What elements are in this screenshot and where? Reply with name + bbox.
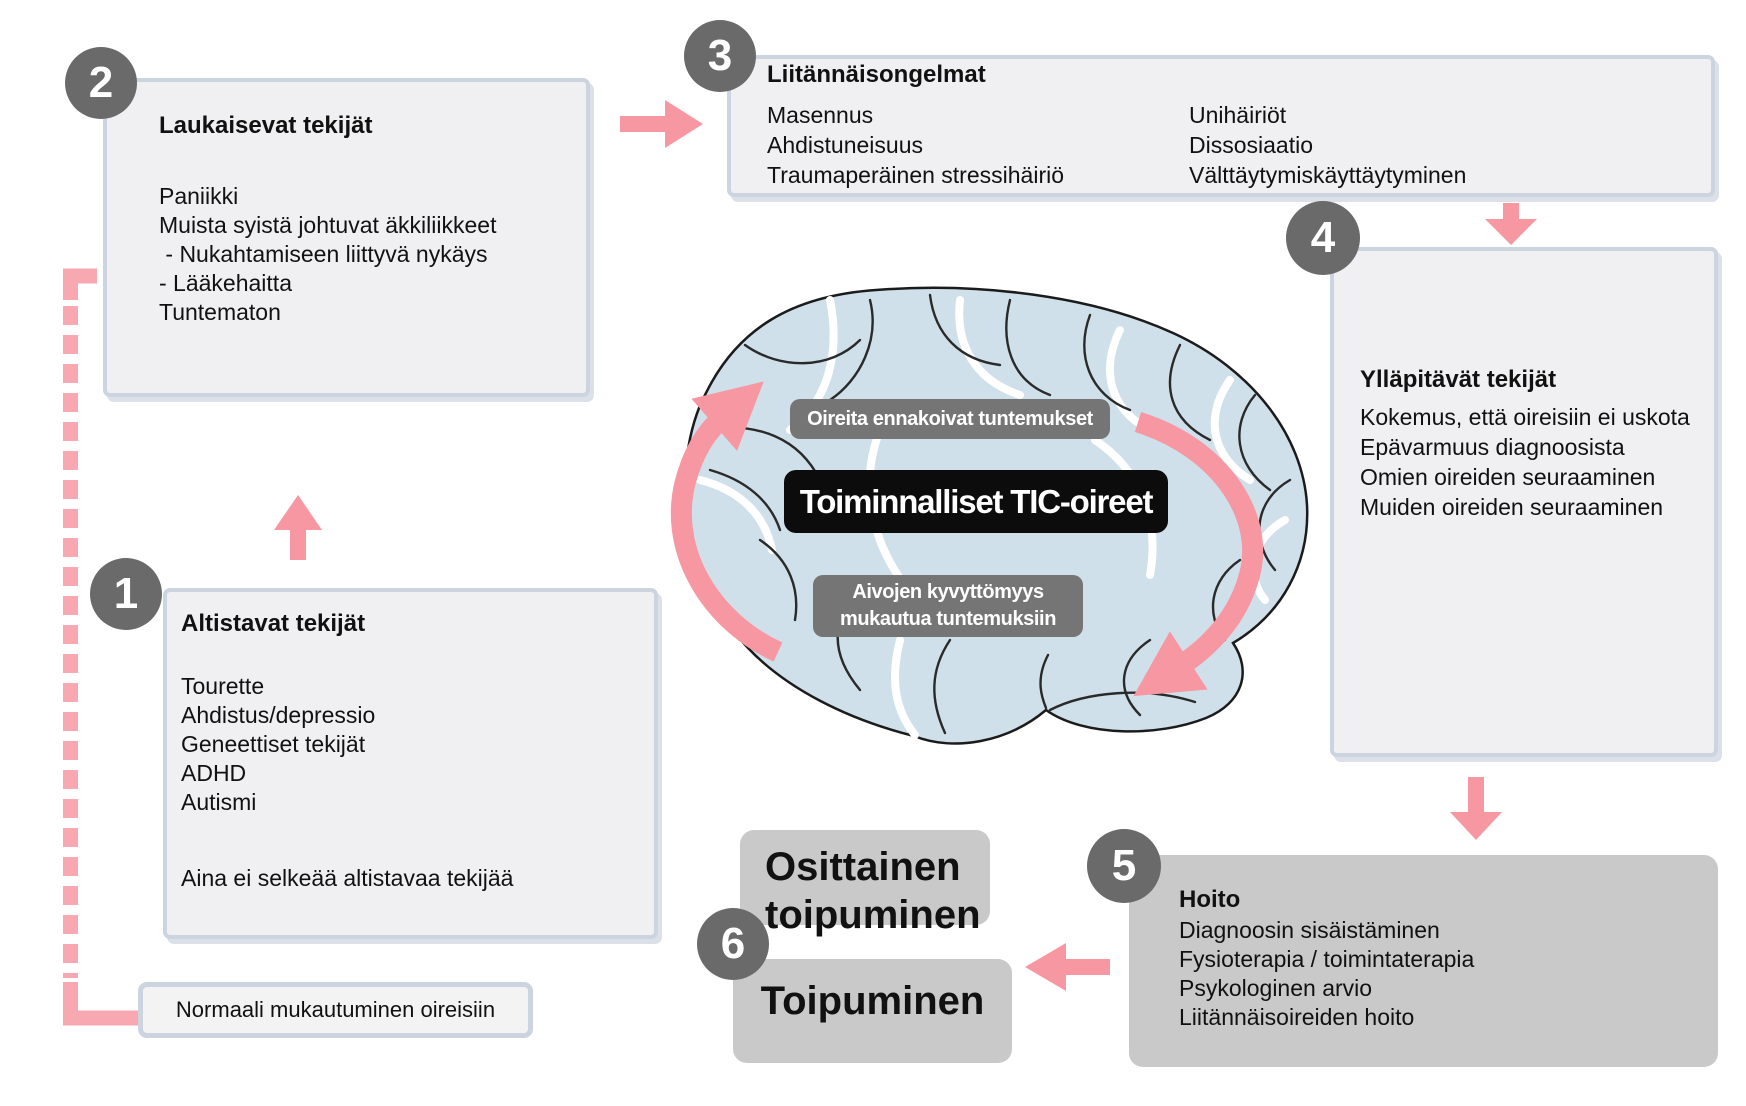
list-item: Osittainen xyxy=(765,845,961,889)
list-item: toipuminen xyxy=(765,893,981,937)
box-title: Altistavat tekijät xyxy=(181,610,366,637)
step-circle-3: 3 xyxy=(684,20,756,92)
list-item: Unihäiriöt xyxy=(1189,102,1287,128)
arrow-right-2-to-3 xyxy=(620,100,703,148)
step-circle-1: 1 xyxy=(90,558,162,630)
box-maintaining-factors: Ylläpitävät tekijät Kokemus, että oireis… xyxy=(1330,247,1718,757)
list-item: Epävarmuus diagnoosista xyxy=(1360,434,1625,460)
list-item: Paniikki xyxy=(159,183,239,209)
arrow-down-4-to-5 xyxy=(1450,777,1502,840)
box-title: Liitännäisongelmat xyxy=(767,61,986,88)
step-circle-6: 6 xyxy=(697,908,769,980)
label-brain-inability-to-adapt: Aivojen kyvyttömyys mukautua tuntemuksiin xyxy=(813,575,1083,637)
flow-arrows xyxy=(274,100,1537,991)
box-label: Toipuminen xyxy=(760,979,985,1023)
arrow-left-5-to-6 xyxy=(1025,943,1110,991)
list-item: Kokemus, että oireisiin ei uskota xyxy=(1360,404,1690,430)
step-circle-2: 2 xyxy=(65,47,137,119)
list-item: Psykologinen arvio xyxy=(1179,975,1373,1001)
list-item: mukautua tuntemuksiin xyxy=(839,608,1057,630)
list-item: Muista syistä johtuvat äkkiliikkeet xyxy=(159,212,497,238)
cycle-arrow-left xyxy=(670,381,783,662)
list-item: Välttäytymiskäyttäytyminen xyxy=(1189,162,1467,188)
list-item: Autismi xyxy=(181,789,257,815)
cycle-arrow-right xyxy=(1133,411,1263,697)
box-note: Aina ei selkeää altistavaa tekijää xyxy=(181,865,514,891)
list-item: ADHD xyxy=(181,760,247,786)
label-premonitory-sensations: Oireita ennakoivat tuntemukset xyxy=(790,399,1110,439)
step-circle-5: 5 xyxy=(1087,829,1161,903)
list-item: Omien oireiden seuraaminen xyxy=(1360,464,1656,490)
list-item: - Lääkehaitta xyxy=(159,270,292,296)
list-item: Traumaperäinen stressihäiriö xyxy=(767,162,1065,188)
list-item: Aivojen kyvyttömyys xyxy=(852,581,1044,603)
list-item: Diagnoosin sisäistäminen xyxy=(1179,917,1440,943)
list-item: Fysioterapia / toimintaterapia xyxy=(1179,946,1475,972)
list-item: Liitännäisoireiden hoito xyxy=(1179,1004,1415,1030)
list-item: Muiden oireiden seuraaminen xyxy=(1360,494,1664,520)
list-item: Ahdistus/depressio xyxy=(181,702,376,728)
label-functional-tic-symptoms: Toiminnalliset TIC-oireet xyxy=(784,470,1168,533)
list-item: Masennus xyxy=(767,102,874,128)
list-item: Tuntematon xyxy=(159,299,281,325)
box-title: Ylläpitävät tekijät xyxy=(1360,366,1557,393)
list-item: Tourette xyxy=(181,673,265,699)
arrow-up-1-to-2 xyxy=(274,495,322,560)
box-label: Normaali mukautuminen oireisiin xyxy=(175,997,496,1022)
label-text: Oireita ennakoivat tuntemukset xyxy=(807,407,1093,430)
list-item: - Nukahtamiseen liittyvä nykäys xyxy=(159,241,488,267)
list-item: Ahdistuneisuus xyxy=(767,132,923,158)
list-item: Geneettiset tekijät xyxy=(181,731,366,757)
step-circle-4: 4 xyxy=(1286,201,1360,275)
label-text: Toiminnalliset TIC-oireet xyxy=(799,482,1154,520)
dashed-feedback-connector xyxy=(63,268,138,1026)
box-normal-adaptation: Normaali mukautuminen oireisiin xyxy=(138,982,533,1038)
box-recovery: Toipuminen xyxy=(733,959,1012,1063)
list-item: Dissosiaatio xyxy=(1189,132,1313,158)
arrow-down-3-to-4 xyxy=(1485,203,1537,245)
box-title: Laukaisevat tekijät xyxy=(159,112,373,139)
box-title: Hoito xyxy=(1179,886,1241,913)
